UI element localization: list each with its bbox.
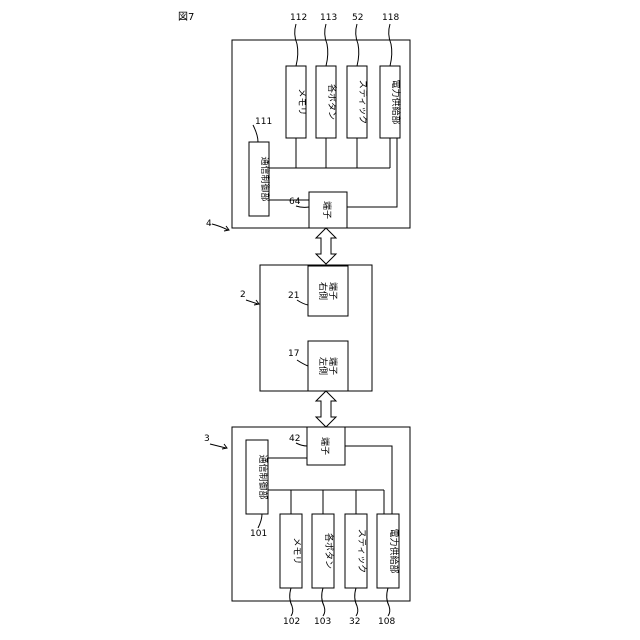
device-4-comm-ref: 111 <box>255 117 272 127</box>
device-3-comm-ref: 101 <box>250 529 267 539</box>
device-2: 2 右側 端子 21 左側 端子 17 <box>240 265 372 391</box>
device-4: 4 通信制御部 111 メモリ 112 各ボタン 113 スティック 52 電力… <box>206 13 410 231</box>
device-4-buttons-label: 各ボタン <box>326 84 338 120</box>
device-4-power-label: 電力供給部 <box>390 79 402 124</box>
device-3-comm-control-label: 通信制御部 <box>257 454 269 499</box>
device-3-stick-label: スティック <box>356 529 367 573</box>
device-4-power-ref: 118 <box>382 13 399 23</box>
device-4-memory-ref: 112 <box>290 13 307 23</box>
device-4-stick-label: スティック <box>357 80 368 124</box>
figure-label: 図7 <box>178 11 194 23</box>
device-3-memory-ref: 102 <box>283 617 300 627</box>
device-2-left-ref: 17 <box>288 349 299 359</box>
device-2-left-terminal-label-2: 端子 <box>327 357 339 375</box>
device-4-stick-ref: 52 <box>352 13 363 23</box>
device-2-right-terminal-label-2: 端子 <box>327 282 339 300</box>
device-4-buttons-ref: 113 <box>320 13 337 23</box>
device-4-terminal-label: 端子 <box>321 201 333 219</box>
device-2-right-ref: 21 <box>288 291 299 301</box>
device-3-ref-leader <box>210 444 226 448</box>
device-4-ref-leader <box>212 224 228 230</box>
device-3-stick-ref: 32 <box>349 617 360 627</box>
device-3-power-label: 電力供給部 <box>388 528 400 573</box>
device-4-terminal-ref: 64 <box>289 197 301 207</box>
device-3-ref: 3 <box>204 434 210 444</box>
device-4-comm-control-label: 通信制御部 <box>259 156 271 201</box>
connection-arrow-top <box>316 228 336 264</box>
device-3-power-ref: 108 <box>378 617 395 627</box>
device-3-buttons-ref: 103 <box>314 617 331 627</box>
connection-arrow-bottom <box>316 391 336 427</box>
device-3-ref-arrowhead <box>222 444 227 449</box>
device-3: 3 端子 42 通信制御部 101 メモリ 102 各ボタン 103 スティック… <box>204 427 410 627</box>
device-4-memory-label: メモリ <box>296 88 306 115</box>
device-3-buttons-label: 各ボタン <box>323 533 335 569</box>
device-3-terminal-label: 端子 <box>319 437 331 455</box>
device-3-terminal-ref: 42 <box>289 434 300 444</box>
device-3-memory-label: メモリ <box>291 537 301 564</box>
device-4-ref: 4 <box>206 219 212 229</box>
device-2-ref: 2 <box>240 290 246 300</box>
